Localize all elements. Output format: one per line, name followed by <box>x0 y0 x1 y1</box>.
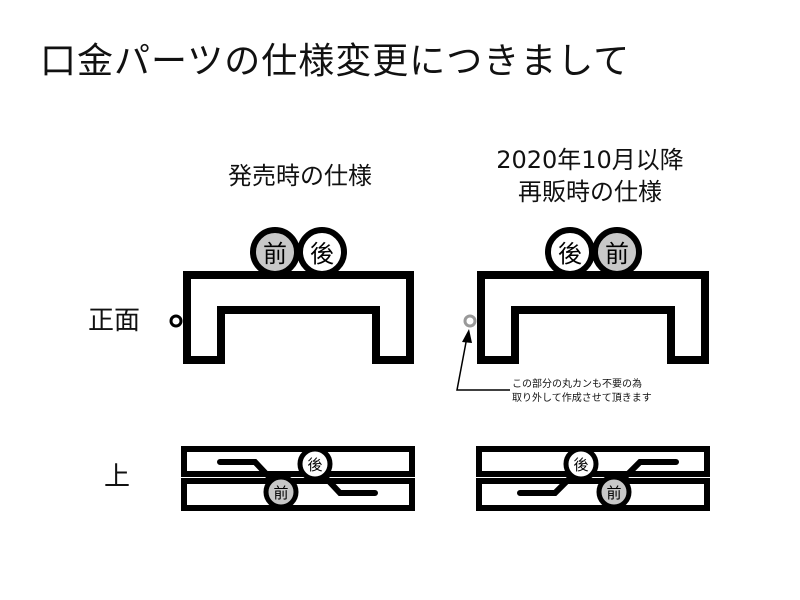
back-badge-new: 後 <box>545 227 595 277</box>
top-bar-lower-new <box>476 478 710 511</box>
new-spec-heading: 2020年10月以降 再販時の仕様 <box>470 144 710 208</box>
new-spec-heading-line2: 再販時の仕様 <box>518 178 662 206</box>
ring-removal-note: この部分の丸カンも不要の為 取り外して作成させて頂きます <box>512 378 652 406</box>
front-badge-original: 前 <box>250 227 300 277</box>
ring-removal-note-line2: 取り外して作成させて頂きます <box>512 393 652 404</box>
top-view-original: 後 前 <box>181 446 415 511</box>
front-badge-label: 前 <box>273 484 288 502</box>
original-spec-heading: 発売時の仕様 <box>190 160 410 192</box>
front-view-new: 後 前 <box>456 227 709 391</box>
top-view-label: 上 <box>104 462 131 492</box>
hinge-arm-right-original <box>321 473 378 496</box>
front-badge-label: 前 <box>605 240 629 268</box>
hinge-arm-right-new <box>619 459 679 483</box>
front-badge-new: 前 <box>592 227 642 277</box>
back-badge-top-original: 後 <box>297 446 333 482</box>
back-badge-label: 後 <box>307 456 322 474</box>
front-view-label: 正面 <box>88 306 141 336</box>
front-badge-top-original: 前 <box>263 474 299 510</box>
front-badge-label: 前 <box>606 484 621 502</box>
ring-loop-icon <box>169 314 183 328</box>
back-badge-label: 後 <box>558 240 582 268</box>
original-spec-heading-text: 発売時の仕様 <box>228 162 372 190</box>
new-spec-heading-line1: 2020年10月以降 <box>496 146 684 174</box>
back-badge-label: 後 <box>310 240 334 268</box>
front-view-original: 前 後 <box>169 227 414 364</box>
front-badge-label: 前 <box>263 240 287 268</box>
hinge-arm-left-new <box>517 473 575 496</box>
back-badge-original: 後 <box>297 227 347 277</box>
hinge-arm-left-original <box>217 459 275 483</box>
clasp-frame-front-new <box>477 271 709 364</box>
page-title: 口金パーツの仕様変更につきまして <box>40 41 631 82</box>
back-badge-top-new: 後 <box>563 446 599 482</box>
ring-removal-note-line1: この部分の丸カンも不要の為 <box>512 379 642 390</box>
front-badge-top-new: 前 <box>596 474 632 510</box>
callout-arrow-icon <box>456 329 510 391</box>
clasp-frame-front-original <box>183 271 414 364</box>
back-badge-label: 後 <box>573 456 588 474</box>
top-view-new: 後 前 <box>476 446 710 511</box>
top-bar-upper-original <box>181 446 415 477</box>
removed-ring-icon <box>463 314 477 328</box>
top-bar-lower-original <box>181 478 415 511</box>
